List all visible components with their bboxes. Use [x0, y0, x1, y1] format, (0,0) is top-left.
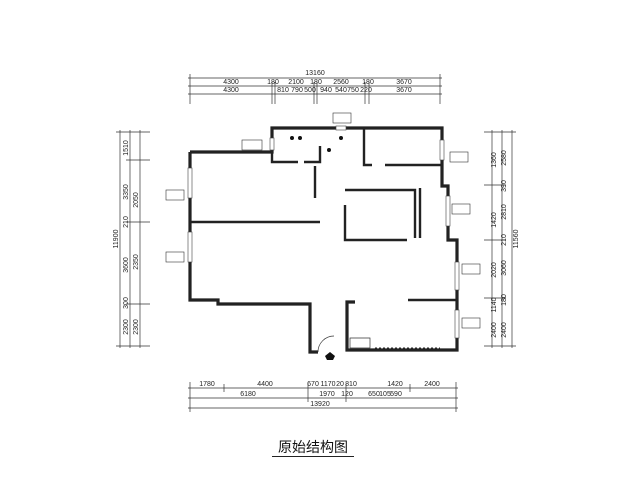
- interior-wall: [270, 152, 298, 164]
- window-tag: [165, 189, 185, 201]
- dim: 3060: [501, 260, 508, 276]
- pipes: [290, 136, 343, 152]
- dim: 4400: [257, 381, 273, 388]
- dim: 120: [341, 391, 353, 398]
- window: [454, 309, 460, 339]
- dim: 2400: [501, 322, 508, 338]
- dim: 650: [368, 391, 380, 398]
- dim-total: 13160: [305, 70, 325, 77]
- dim: 2560: [333, 79, 349, 86]
- dim: 300: [123, 297, 130, 309]
- dim: 1420: [387, 381, 403, 388]
- window: [445, 195, 451, 227]
- dim: 180: [267, 79, 279, 86]
- entrance: [317, 335, 440, 360]
- dim: 810: [345, 381, 357, 388]
- dim: 2300: [133, 319, 140, 335]
- door-swing: [317, 335, 335, 353]
- interior-wall: [304, 146, 322, 164]
- window-tag: [451, 203, 471, 215]
- dim: 20: [336, 381, 344, 388]
- window: [269, 137, 275, 151]
- dim: 670: [307, 381, 319, 388]
- dim-total: 11560: [513, 229, 520, 248]
- window-tag: [461, 317, 481, 329]
- pipe: [327, 148, 331, 152]
- interior-wall: [343, 205, 407, 242]
- fixture: [349, 337, 371, 349]
- dim: 2300: [123, 319, 130, 335]
- left-dimensions: 11900 2300 300 3600 210 3350 1510 2300 2…: [113, 130, 150, 348]
- window: [187, 231, 193, 263]
- dim: 500: [304, 87, 316, 94]
- dim: 4300: [223, 87, 239, 94]
- dim: 210: [501, 234, 508, 246]
- dim: 1140: [491, 297, 498, 312]
- outer-wall: [190, 126, 459, 352]
- walls: [188, 126, 459, 354]
- dim: 790: [291, 87, 303, 94]
- interior-wall: [362, 128, 372, 167]
- dim: 390: [501, 180, 508, 192]
- dim: 590: [390, 391, 402, 398]
- dim: 6180: [240, 391, 256, 398]
- window-tag: [165, 251, 185, 263]
- bottom-dimensions: 1780 4400 670 1170 20 810 1420 2400 6180…: [188, 381, 458, 412]
- top-dimensions: 13160 4300 180 2100 180 2560 180 3670 43…: [188, 70, 442, 104]
- window-tags: [165, 112, 481, 329]
- window-tag: [241, 139, 263, 151]
- right-dimensions: 11560 2400 1140 2020 1420 1360 2400 180 …: [484, 130, 520, 348]
- dim: 810: [277, 87, 289, 94]
- window: [439, 139, 445, 161]
- dim: 1780: [199, 381, 215, 388]
- dim: 540: [335, 87, 347, 94]
- dim: 4300: [223, 79, 239, 86]
- dim: 2100: [288, 79, 304, 86]
- dim: 180: [501, 294, 508, 306]
- dim: 105: [379, 391, 391, 398]
- window: [187, 167, 193, 199]
- dim: 3670: [396, 79, 412, 86]
- dim: 2580: [501, 150, 508, 166]
- dim-total: 13920: [310, 401, 330, 408]
- dim: 3350: [123, 184, 130, 200]
- interior-wall: [345, 188, 417, 238]
- dim: 2400: [424, 381, 440, 388]
- window-tag: [461, 263, 481, 275]
- pipe: [290, 136, 294, 140]
- dim: 2350: [133, 254, 140, 270]
- dim: 1360: [491, 152, 498, 168]
- dim: 2020: [491, 262, 498, 278]
- dim: 1510: [123, 140, 130, 156]
- dim: 210: [123, 216, 130, 228]
- title-underline: [272, 456, 354, 457]
- dim: 1970: [319, 391, 335, 398]
- dim: 2810: [501, 204, 508, 220]
- entrance-marker-icon: [325, 352, 335, 360]
- window-tag: [332, 112, 352, 124]
- dim: 180: [362, 79, 374, 86]
- dim: 750: [347, 87, 359, 94]
- dim: 2050: [133, 192, 140, 208]
- dim: 220: [360, 87, 372, 94]
- dim: 1420: [491, 212, 498, 228]
- drawing-title: 原始结构图: [278, 440, 348, 456]
- windows: [187, 125, 460, 339]
- window: [454, 261, 460, 291]
- dim: 2400: [491, 322, 498, 338]
- dim: 3600: [123, 257, 130, 273]
- window: [335, 125, 347, 131]
- window-tag: [449, 151, 469, 163]
- dim: 1170: [320, 381, 335, 388]
- dim-total: 11900: [113, 229, 120, 248]
- dim: 940: [320, 87, 332, 94]
- dim: 3670: [396, 87, 412, 94]
- dim: 180: [310, 79, 322, 86]
- pipe: [298, 136, 302, 140]
- outer-wall: [188, 152, 318, 354]
- pipe: [339, 136, 343, 140]
